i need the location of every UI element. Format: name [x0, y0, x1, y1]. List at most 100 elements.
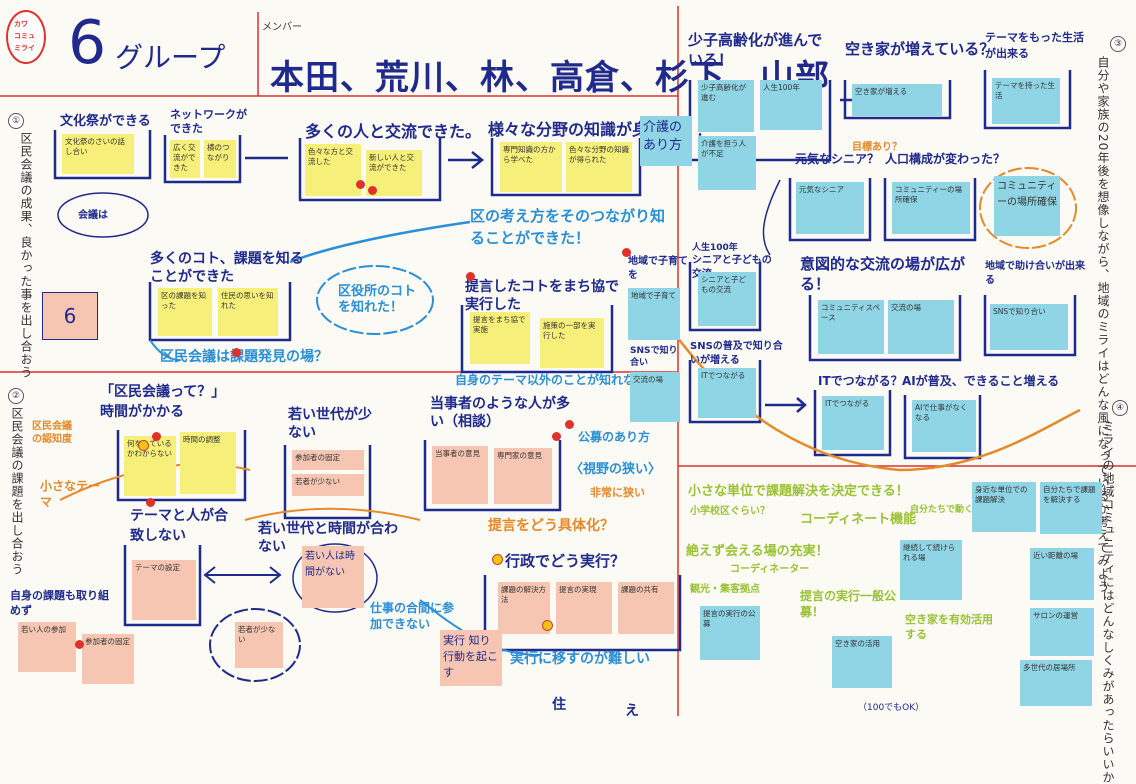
sticker-dot [152, 432, 161, 441]
q2-heading-shigoto: 仕事の合間に参加できない [370, 601, 455, 631]
arrow-hakken [149, 339, 181, 361]
q2-heading-jidai: 若い世代と時間が合わない [258, 521, 398, 555]
q4-green-2: 小学校区ぐらい？ [690, 506, 770, 517]
q3-note-11: 交流の場 [888, 300, 954, 354]
frame-shinia [688, 262, 762, 332]
q1-note-net-1: 広く交流ができた [170, 140, 200, 178]
q3-heading-chiiki: 地域で子育てを [628, 256, 688, 281]
arrow-q3-down [762, 179, 781, 256]
q2-note-5: 当事者の意見 [432, 446, 488, 504]
q2-heading-theme: テーマと人が合致しない [130, 508, 228, 544]
frame-tousha [423, 440, 562, 512]
q3-note-2: 人生100年 [760, 80, 822, 130]
q1-bubble-kaigi: 会議は [78, 210, 108, 221]
frame-chiiki-tasuke [983, 295, 1077, 357]
sticker-dot [565, 420, 574, 429]
group-number: 6 [68, 8, 107, 78]
sticker-dot [356, 180, 365, 189]
q1-heading-teigen: 提言したコトをまち協で実行した [465, 279, 619, 313]
frame-network [163, 135, 242, 184]
q2-heading-teigen-ugoki: 提言をどう具体化？ [488, 518, 614, 534]
q1-heading-koto: 多くのコト、課題を知ることができた [150, 251, 304, 285]
q2-heading-jikkou: 実行に移すのが難しい [510, 651, 650, 667]
q3-heading-genki: 元気なシニア？ [795, 152, 880, 166]
q4-note-4: 近い距離の場 [1030, 548, 1094, 600]
q2-note-4: 若者が少ない [292, 474, 364, 496]
q1-box-kaigo: 介護のあり方 [640, 116, 692, 166]
frame-theme-motta [983, 70, 1072, 130]
q3-note-8: 地域で子育て [628, 288, 680, 340]
q2-heading-gyousei: 行政でどう実行？ [505, 552, 626, 570]
arrow-kangae [289, 220, 471, 264]
q4-footer-3: （100でもOK） [858, 703, 925, 713]
section-3-prompt: 自分や家族の20年後を想像しながら、地域のミライはどんな風になっているか考えてみ… [1096, 56, 1110, 594]
q4-green-3: コーディネート機能 [800, 512, 917, 527]
q4-heading-akiya: 空き家を有効活用する [905, 613, 993, 641]
q1-note-tei-2: 施策の一部を実行した [540, 318, 604, 368]
q3-note-13: ITでつながる [698, 368, 756, 418]
q3-note-7: コミュニティーの場所確保 [892, 182, 970, 234]
q3-heading-akiya: 空き家が増えている？ [845, 40, 995, 58]
sticker-dot [622, 248, 631, 257]
frame-bunka [53, 130, 152, 180]
q2-orange-1: 区民会議の認知度 [32, 421, 72, 445]
q1-note-koto-2: 住民の思いを知れた [218, 288, 278, 336]
logo-badge: カワ コミュ ミライ [6, 10, 46, 64]
logo-line-3: ミライ [14, 44, 35, 52]
section-4-number: ④ [1112, 400, 1128, 416]
sticker-dot [368, 186, 377, 195]
frame-sns [688, 360, 762, 424]
q2-note-11: 若い人の参加 [18, 622, 76, 672]
footer-char-2: え [625, 703, 639, 719]
q2-note-1: 何をしているかわからない [124, 436, 176, 496]
arrow-ooku-chishiki [448, 151, 485, 169]
q2-note-jikkou: 実行 知り行動を起こす [440, 630, 502, 686]
q2-note-8: 課題の解決方法 [498, 582, 550, 634]
orange-curve-q3 [643, 289, 1081, 472]
q3-note-14: AIで仕事がなくなる [912, 400, 976, 452]
q1-note-tei-1: 提言をまち協で実施 [470, 312, 530, 364]
cloud-wakai [292, 543, 378, 613]
q2-note-7: テーマの設定 [132, 560, 196, 620]
q2-note-12: 参加者の固定 [82, 634, 134, 684]
q1-heading-hakken: 区民会議は課題発見の場？ [160, 349, 328, 365]
sticker-dot [138, 440, 149, 451]
q4-note-1: 身近な単位での課題解決 [972, 482, 1036, 532]
q1-blue-kangae: 区の考え方をそのつながり知ることができた！ [470, 207, 666, 247]
q1-note-bunka: 文化祭のさいの話し合い [62, 134, 134, 174]
q4-green-5: 絶えず会える場の充実！ [686, 544, 829, 559]
q1-heading-network: ネットワークができた [170, 108, 247, 135]
q1-heading-bunka: 文化祭ができる [60, 114, 151, 129]
orange-arc [244, 507, 421, 521]
logo-line-2: コミュ [14, 32, 35, 40]
frame-teigen [460, 305, 614, 374]
frame-gyousei [483, 575, 682, 652]
q2-heading-chiisana: 小さなテーマ [40, 479, 101, 509]
sticker-dot [232, 348, 241, 357]
arrow-double [203, 566, 282, 584]
q4-green-4: 自分たちで動く [910, 505, 974, 515]
logo-text: カワ コミュ ミライ [14, 18, 35, 54]
q2-note-10: 課題の共有 [618, 582, 674, 634]
q1-cloud-kuyakusho: 区役所のコトを知れた！ [338, 284, 417, 315]
q3-heading-theme-motta: テーマをもった生活が出来る [985, 31, 1084, 60]
q2-heading-koukai: 公募のあり方 [578, 430, 651, 444]
q3-heading-jinsei: 人生100年 [692, 243, 738, 253]
section-1-number: ① [8, 113, 24, 129]
frame-theme [123, 545, 202, 627]
q2-heading-jikan: 「区民会議って？」時間がかかる [100, 384, 219, 420]
frame-it [813, 390, 892, 457]
q3-heading-sns-side: SNSで知り合い [630, 346, 678, 368]
q3-heading-mokuhyou: 目標あり？ [852, 142, 902, 153]
q2-heading-tousha: 当事者のような人が多い（相談） [430, 396, 570, 430]
q3-note-13b: ITでつながる [822, 396, 884, 450]
q3-note-community: コミュニティーの場所確保 [994, 176, 1060, 236]
q2-note-6: 専門家の意見 [494, 448, 552, 504]
q2-heading-hishiki: 非常に狭い [590, 486, 645, 499]
sticker-dot [542, 620, 553, 631]
q3-note-1: 少子高齢化が進む [698, 80, 754, 132]
q2-note-13: 若者が少ない [235, 622, 283, 668]
q3-heading-sns: SNSの普及で知り合いが増える [690, 341, 783, 366]
cloud-community [979, 167, 1077, 249]
q4-green-6: コーディネーター [730, 564, 810, 575]
